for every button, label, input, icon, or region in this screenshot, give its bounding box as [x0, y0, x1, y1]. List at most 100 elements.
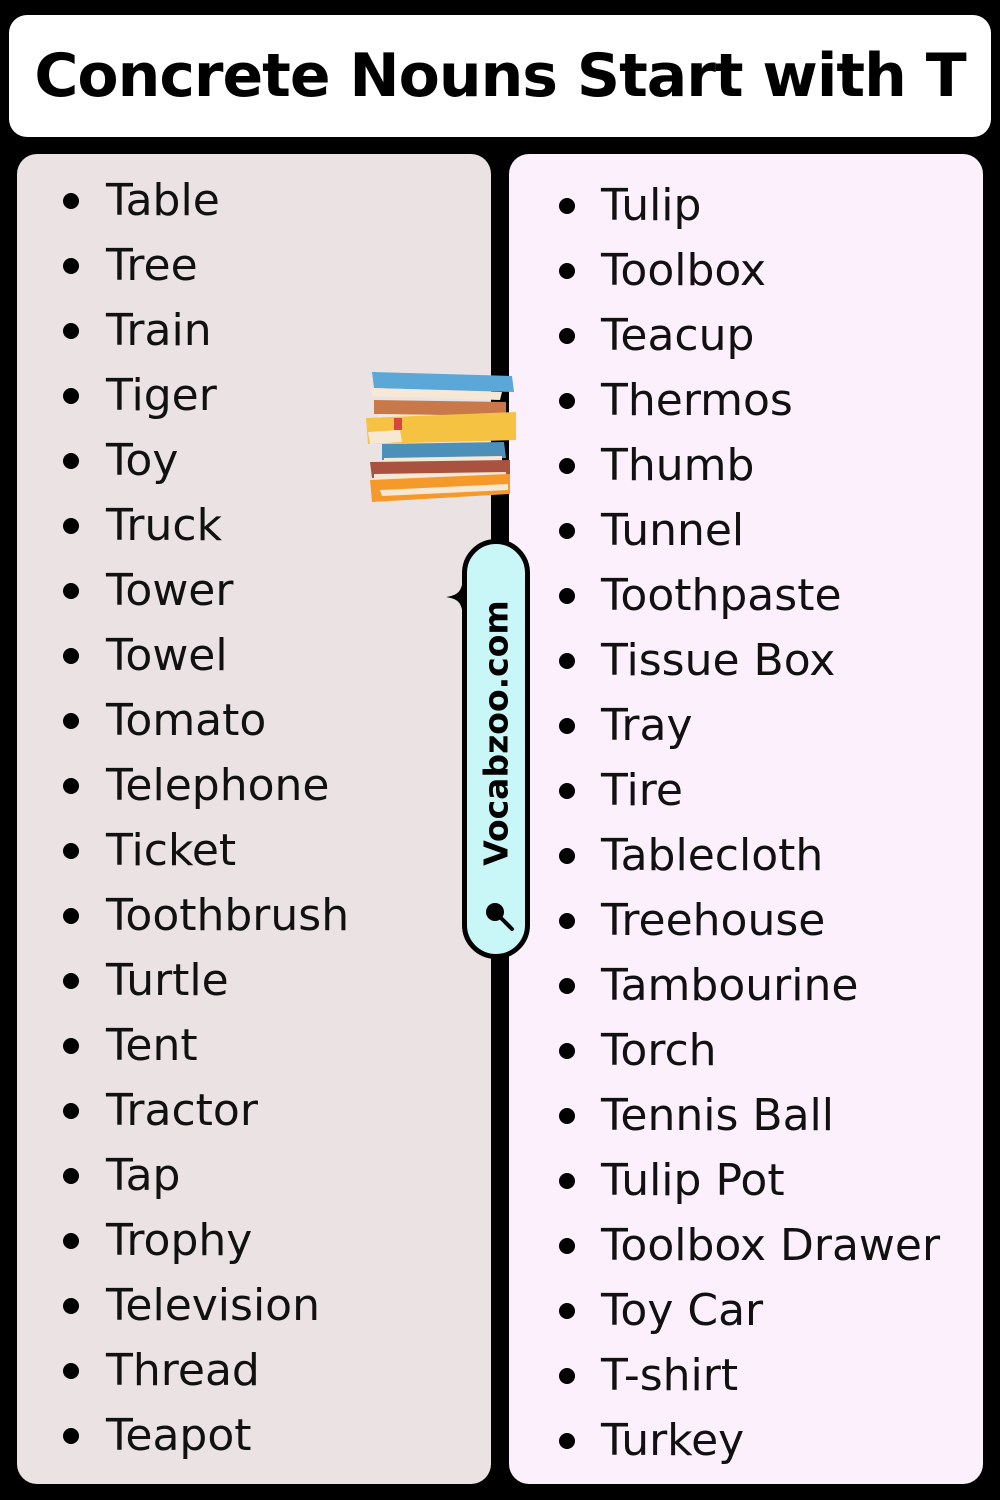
- bullet-icon: [559, 262, 575, 279]
- list-item: Toothpaste: [509, 563, 983, 628]
- bullet-icon: [559, 1367, 575, 1384]
- list-item: Thermos: [509, 368, 983, 433]
- list-item-label: Tambourine: [601, 960, 859, 1011]
- list-item: Tablecloth: [509, 823, 983, 888]
- list-item: Tray: [509, 693, 983, 758]
- list-item: Tulip: [509, 173, 983, 238]
- list-item-label: Turkey: [601, 1415, 745, 1466]
- list-item-label: Thumb: [601, 440, 755, 491]
- list-item: Trophy: [17, 1208, 491, 1273]
- bullet-icon: [559, 197, 575, 214]
- list-item: Turtle: [17, 948, 491, 1013]
- bullet-icon: [559, 1432, 575, 1449]
- list-item-label: Tennis Ball: [601, 1090, 834, 1141]
- list-item-label: Treehouse: [601, 895, 826, 946]
- bullet-icon: [559, 587, 575, 604]
- page-title: Concrete Nouns Start with T: [34, 41, 966, 111]
- list-item: Tent: [17, 1013, 491, 1078]
- bullet-icon: [559, 912, 575, 929]
- list-item-label: Tray: [601, 700, 693, 751]
- list-item: Tunnel: [509, 498, 983, 563]
- list-item-label: Train: [106, 305, 212, 356]
- bullet-icon: [559, 977, 575, 994]
- list-item: Ticket: [17, 818, 491, 883]
- bullet-icon: [559, 847, 575, 864]
- list-item: Toy Car: [509, 1278, 983, 1343]
- list-item: Teacup: [509, 303, 983, 368]
- bullet-icon: [63, 192, 79, 209]
- bullet-icon: [559, 1302, 575, 1319]
- list-item-label: Tree: [106, 240, 198, 291]
- list-item-label: Trophy: [106, 1215, 253, 1266]
- bullet-icon: [63, 777, 79, 794]
- bullet-icon: [63, 452, 79, 469]
- list-item-label: Tablecloth: [601, 830, 824, 881]
- list-item-label: Tap: [106, 1150, 181, 1201]
- list-item-label: Tower: [106, 565, 234, 616]
- list-item: Tennis Ball: [509, 1083, 983, 1148]
- list-item: Truck: [17, 493, 491, 558]
- list-item-label: Tulip Pot: [601, 1155, 785, 1206]
- list-item: Tambourine: [509, 953, 983, 1018]
- bullet-icon: [63, 1362, 79, 1379]
- list-item-label: Tissue Box: [601, 635, 836, 686]
- list-item-label: Torch: [601, 1025, 717, 1076]
- bullet-icon: [559, 327, 575, 344]
- list-item: Tulip Pot: [509, 1148, 983, 1213]
- list-item: Telephone: [17, 753, 491, 818]
- bullet-icon: [559, 1107, 575, 1124]
- bullet-icon: [63, 1037, 79, 1054]
- list-item-label: Teapot: [106, 1410, 252, 1461]
- list-item: Tower: [17, 558, 491, 623]
- bullet-icon: [559, 522, 575, 539]
- list-item: Towel: [17, 623, 491, 688]
- list-item-label: Tractor: [106, 1085, 258, 1136]
- list-item-label: Toolbox Drawer: [601, 1220, 941, 1271]
- list-item-label: Ticket: [106, 825, 237, 876]
- bullet-icon: [63, 1232, 79, 1249]
- list-item-label: Towel: [106, 630, 228, 681]
- bullet-icon: [559, 457, 575, 474]
- bullet-icon: [63, 1297, 79, 1314]
- list-item: Toolbox: [509, 238, 983, 303]
- bullet-icon: [63, 842, 79, 859]
- list-item: Toolbox Drawer: [509, 1213, 983, 1278]
- list-item-label: Thread: [106, 1345, 260, 1396]
- list-item-label: Truck: [106, 500, 223, 551]
- bullet-icon: [63, 387, 79, 404]
- list-item: Train: [17, 298, 491, 363]
- list-item-label: Tulip: [601, 180, 702, 231]
- list-item-label: Toy: [106, 435, 179, 486]
- list-item: Toy: [17, 428, 491, 493]
- bullet-icon: [63, 712, 79, 729]
- list-item: Tiger: [17, 363, 491, 428]
- list-item-label: Table: [106, 175, 220, 226]
- list-item-label: Tent: [106, 1020, 198, 1071]
- list-item-label: Tunnel: [601, 505, 745, 556]
- bullet-icon: [559, 717, 575, 734]
- list-item: Tire: [509, 758, 983, 823]
- list-item: Treehouse: [509, 888, 983, 953]
- list-item: Thread: [17, 1338, 491, 1403]
- list-item: Tractor: [17, 1078, 491, 1143]
- list-item-label: Toothpaste: [601, 570, 842, 621]
- list-item-label: Turtle: [106, 955, 229, 1006]
- list-item-label: T-shirt: [601, 1350, 739, 1401]
- list-item-label: Toolbox: [601, 245, 766, 296]
- site-badge: Vocabzoo.com: [462, 539, 530, 959]
- list-item-label: Television: [106, 1280, 320, 1331]
- title-banner: Concrete Nouns Start with T: [9, 15, 991, 137]
- bullet-icon: [559, 782, 575, 799]
- list-item: Torch: [509, 1018, 983, 1083]
- bullet-icon: [63, 257, 79, 274]
- list-item: T-shirt: [509, 1343, 983, 1408]
- list-item-label: Tiger: [106, 370, 217, 421]
- books-icon: [366, 372, 516, 502]
- bullet-icon: [559, 1172, 575, 1189]
- list-item: Toothbrush: [17, 883, 491, 948]
- bullet-icon: [63, 517, 79, 534]
- list-item: Thumb: [509, 433, 983, 498]
